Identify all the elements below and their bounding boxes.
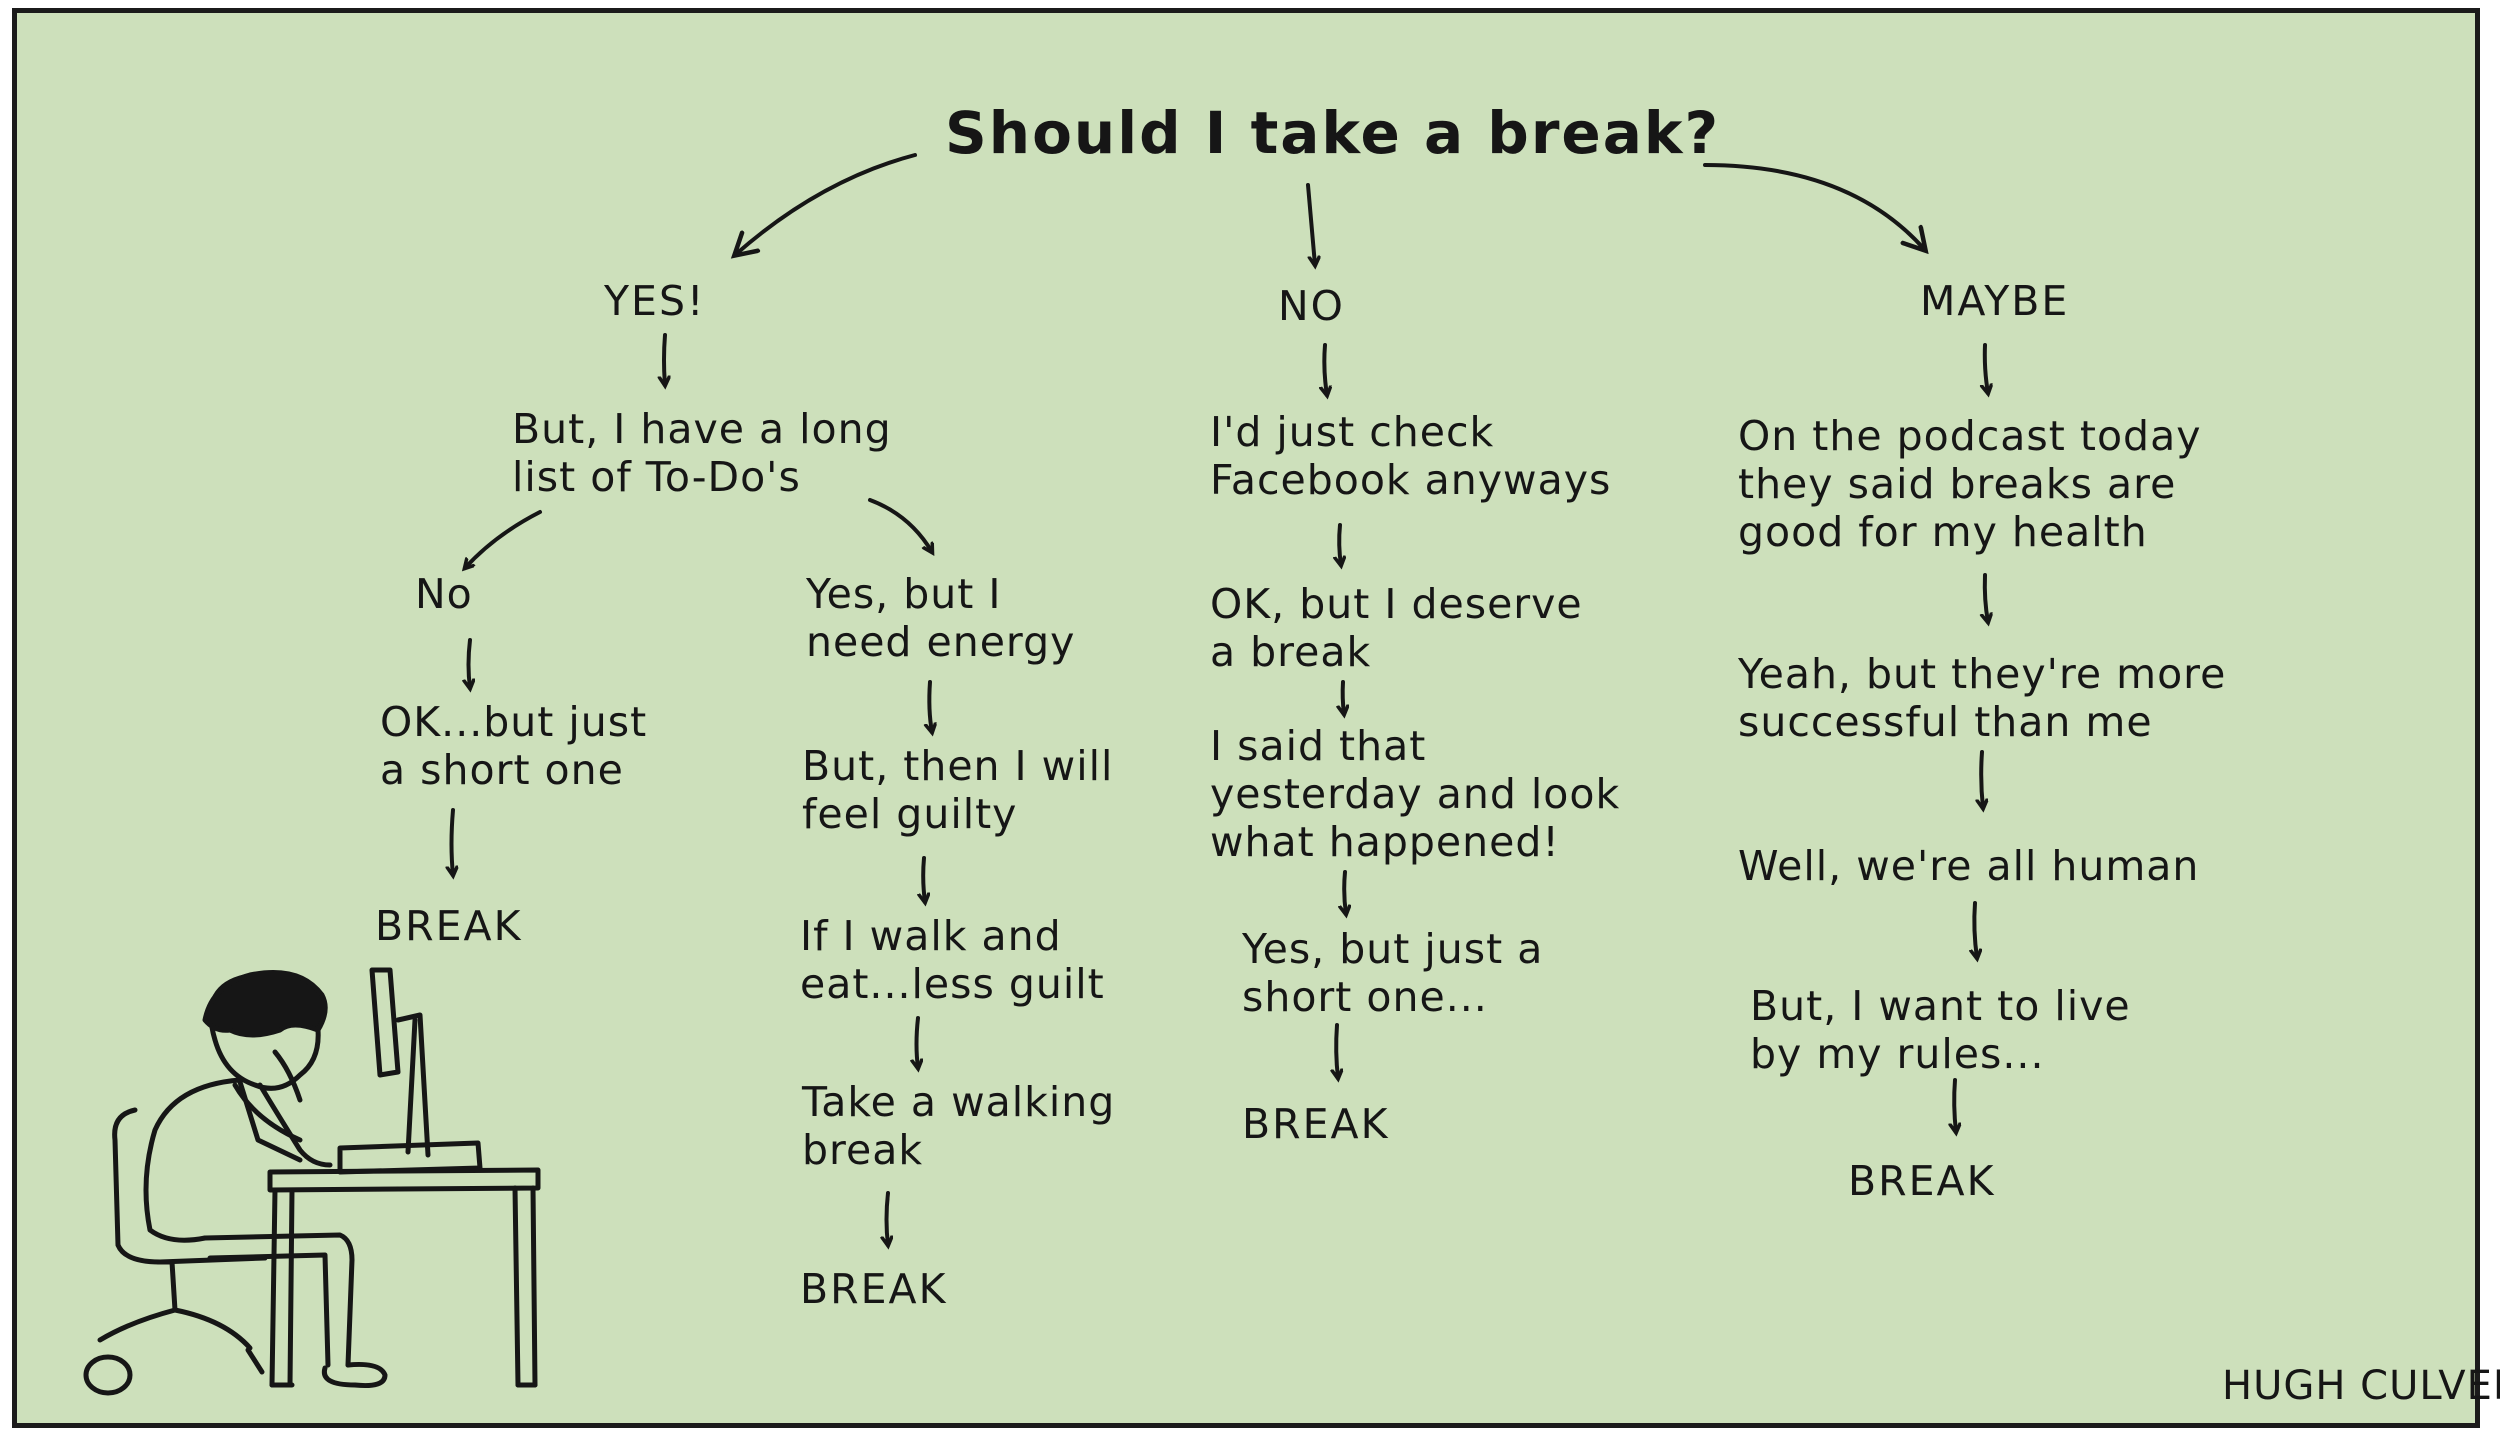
arrow-guilty-to-walk: [923, 856, 925, 902]
arrow-title-to-yes: [735, 153, 917, 255]
no-label: NO: [1278, 282, 1345, 330]
no-step-deserve: OK, but I deserve a break: [1210, 580, 1583, 676]
maybe-step-successful: Yeah, but they're more successful than m…: [1738, 650, 2227, 746]
no-break: BREAK: [1242, 1100, 1390, 1148]
yes-label: YES!: [604, 277, 706, 325]
yes-yes-step-guilty: But, then I will feel guilty: [802, 742, 1114, 838]
arrow-said-to-short: [1344, 870, 1346, 914]
maybe-step-human: Well, we're all human: [1738, 842, 2200, 890]
arrow-title-to-no: [1306, 183, 1315, 265]
yes-step-todo: But, I have a long list of To-Do's: [512, 405, 892, 501]
maybe-label: MAYBE: [1920, 277, 2070, 325]
yes-yes-step-walking-break: Take a walking break: [802, 1078, 1116, 1174]
arrow-yeah-to-human: [1981, 750, 1983, 808]
flowchart-title: Should I take a break?: [945, 99, 1721, 167]
arrow-no-to-ok: [469, 638, 471, 688]
arrow-podcast-to-yeah: [1985, 573, 1988, 622]
arrow-yes-step1: [664, 333, 665, 385]
arrow-deserve-to-said: [1343, 680, 1344, 714]
maybe-break: BREAK: [1848, 1157, 1996, 1205]
arrow-title-to-maybe: [1703, 163, 1925, 250]
yes-no-step-short: OK...but just a short one: [380, 698, 648, 794]
arrow-step1-to-yes: [868, 498, 932, 552]
arrow-human-to-rules: [1974, 901, 1977, 958]
yes-yes-step-walk-eat: If I walk and eat...less guilt: [800, 912, 1105, 1008]
arrow-no-step1: [1324, 343, 1327, 395]
yes-yes-break: BREAK: [800, 1265, 948, 1313]
yes-yes-label: Yes, but I need energy: [806, 570, 1076, 666]
maybe-step-podcast: On the podcast today they said breaks ar…: [1738, 412, 2202, 556]
no-step-yesterday: I said that yesterday and look what happ…: [1210, 722, 1621, 866]
arrow-walk-to-takewalk: [917, 1016, 919, 1068]
maybe-step-rules: But, I want to live by my rules...: [1750, 982, 2131, 1078]
arrow-ok-to-break: [452, 808, 454, 875]
arrow-short-to-break: [1336, 1023, 1338, 1078]
artist-signature: HUGH CULVER: [2222, 1363, 2500, 1409]
yes-no-label: No: [415, 570, 473, 618]
arrow-maybe-step1: [1985, 343, 1988, 393]
no-step-short-one: Yes, but just a short one...: [1242, 925, 1544, 1021]
arrow-energy-to-guilty: [929, 680, 932, 732]
arrow-takewalk-to-break: [887, 1191, 889, 1245]
arrow-step1-to-no: [465, 510, 542, 568]
no-step-facebook: I'd just check Facebook anyways: [1210, 408, 1612, 504]
arrow-fb-to-deserve: [1339, 523, 1341, 565]
person-at-desk-illustration: [83, 967, 541, 1396]
yes-no-break: BREAK: [375, 902, 523, 950]
arrow-rules-to-break: [1954, 1078, 1956, 1132]
